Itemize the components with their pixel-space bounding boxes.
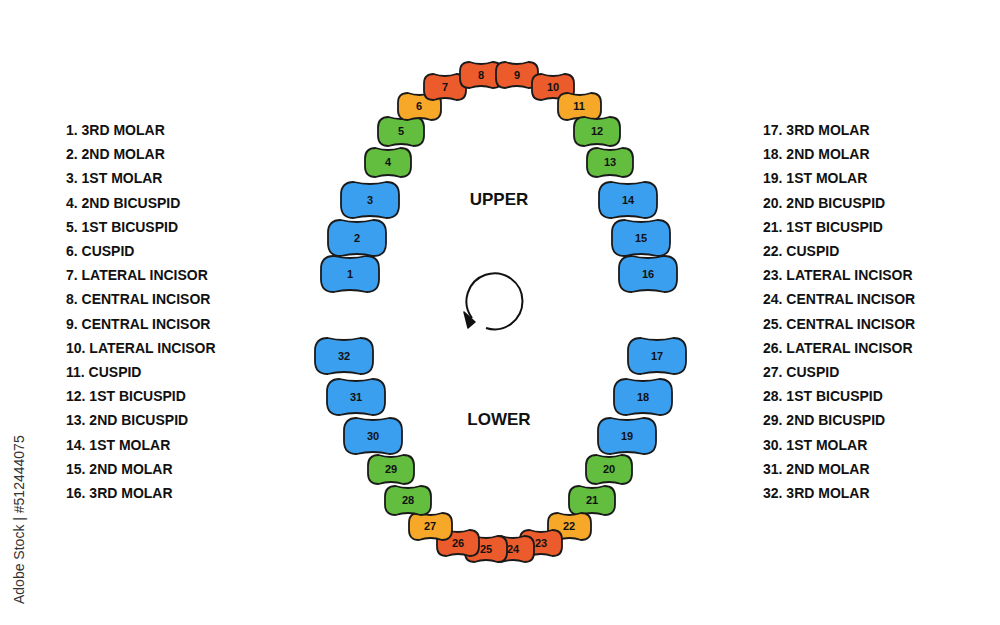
tooth-number: 2 <box>326 218 388 258</box>
bicuspid-tooth: 5 <box>376 115 426 148</box>
bicuspid-tooth: 21 <box>567 484 617 517</box>
bicuspid-tooth: 13 <box>585 146 635 179</box>
molar-tooth: 31 <box>325 377 387 417</box>
tooth-name: 9. CENTRAL INCISOR <box>66 315 210 333</box>
tooth-number: 31 <box>325 377 387 417</box>
molar-tooth: 17 <box>626 336 688 376</box>
tooth-number: 12 <box>572 115 622 148</box>
tooth-name: 21. 1ST BICUSPID <box>763 218 883 236</box>
tooth-name: 25. CENTRAL INCISOR <box>763 315 915 333</box>
watermark: Adobe Stock | #512444075 <box>10 435 28 604</box>
tooth-number: 20 <box>584 453 634 486</box>
tooth-name: 31. 2ND MOLAR <box>763 460 870 478</box>
tooth-name: 16. 3RD MOLAR <box>66 484 173 502</box>
bicuspid-tooth: 29 <box>366 453 416 486</box>
tooth-name: 22. CUSPID <box>763 242 839 260</box>
tooth-name: 27. CUSPID <box>763 363 839 381</box>
molar-tooth: 19 <box>596 416 658 456</box>
tooth-number: 4 <box>363 146 413 179</box>
tooth-name: 8. CENTRAL INCISOR <box>66 290 210 308</box>
molar-tooth: 30 <box>342 416 404 456</box>
bicuspid-tooth: 20 <box>584 453 634 486</box>
tooth-name: 4. 2ND BICUSPID <box>66 194 180 212</box>
molar-tooth: 18 <box>612 377 674 417</box>
tooth-name: 17. 3RD MOLAR <box>763 121 870 139</box>
tooth-name: 20. 2ND BICUSPID <box>763 194 885 212</box>
tooth-name: 28. 1ST BICUSPID <box>763 387 883 405</box>
tooth-name: 5. 1ST BICUSPID <box>66 218 178 236</box>
molar-tooth: 2 <box>326 218 388 258</box>
bicuspid-tooth: 12 <box>572 115 622 148</box>
tooth-name: 6. CUSPID <box>66 242 134 260</box>
tooth-number: 21 <box>567 484 617 517</box>
molar-tooth: 14 <box>597 180 659 220</box>
tooth-name: 32. 3RD MOLAR <box>763 484 870 502</box>
molar-tooth: 15 <box>610 218 672 258</box>
tooth-name: 29. 2ND BICUSPID <box>763 411 885 429</box>
tooth-name: 2. 2ND MOLAR <box>66 145 165 163</box>
molar-tooth: 16 <box>617 254 679 294</box>
jaw-heading: UPPER <box>470 191 529 209</box>
tooth-name: 7. LATERAL INCISOR <box>66 266 208 284</box>
tooth-number: 13 <box>585 146 635 179</box>
tooth-number: 30 <box>342 416 404 456</box>
cuspid-tooth: 27 <box>407 511 454 542</box>
tooth-name: 15. 2ND MOLAR <box>66 460 173 478</box>
tooth-name: 13. 2ND BICUSPID <box>66 411 188 429</box>
tooth-number: 29 <box>366 453 416 486</box>
tooth-name: 19. 1ST MOLAR <box>763 169 867 187</box>
tooth-name: 23. LATERAL INCISOR <box>763 266 913 284</box>
tooth-number: 5 <box>376 115 426 148</box>
tooth-name: 11. CUSPID <box>66 363 141 381</box>
tooth-name: 18. 2ND MOLAR <box>763 145 870 163</box>
jaw-heading: LOWER <box>467 411 530 429</box>
tooth-number: 27 <box>407 511 454 542</box>
molar-tooth: 1 <box>319 254 381 294</box>
tooth-number: 15 <box>610 218 672 258</box>
arrow-head <box>464 312 475 328</box>
tooth-name: 1. 3RD MOLAR <box>66 121 165 139</box>
molar-tooth: 3 <box>339 180 401 220</box>
tooth-number: 1 <box>319 254 381 294</box>
tooth-number: 19 <box>596 416 658 456</box>
tooth-number: 14 <box>597 180 659 220</box>
tooth-name: 30. 1ST MOLAR <box>763 436 867 454</box>
tooth-number: 32 <box>313 336 375 376</box>
tooth-number: 17 <box>626 336 688 376</box>
bicuspid-tooth: 28 <box>383 484 433 517</box>
tooth-name: 24. CENTRAL INCISOR <box>763 290 915 308</box>
bicuspid-tooth: 4 <box>363 146 413 179</box>
tooth-name: 14. 1ST MOLAR <box>66 436 170 454</box>
tooth-number: 3 <box>339 180 401 220</box>
tooth-name: 12. 1ST BICUSPID <box>66 387 186 405</box>
tooth-number: 18 <box>612 377 674 417</box>
tooth-number: 28 <box>383 484 433 517</box>
tooth-name: 10. LATERAL INCISOR <box>66 339 216 357</box>
tooth-number: 16 <box>617 254 679 294</box>
tooth-name: 26. LATERAL INCISOR <box>763 339 913 357</box>
molar-tooth: 32 <box>313 336 375 376</box>
tooth-name: 3. 1ST MOLAR <box>66 169 162 187</box>
